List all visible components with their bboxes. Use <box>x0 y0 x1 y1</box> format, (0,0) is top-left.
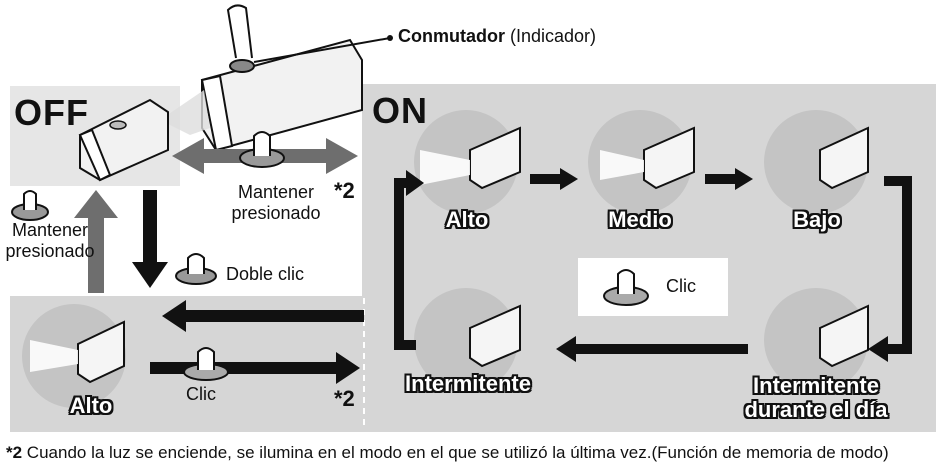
clic-bottom-label: Clic <box>186 384 216 404</box>
hold-left-label: Mantener presionado <box>4 220 96 262</box>
hold-left-line1: Mantener <box>11 220 89 240</box>
hold-button-icon-right <box>239 131 285 168</box>
mode-alto-label: Alto <box>445 207 489 232</box>
clic-button-icon-bottom <box>183 347 229 381</box>
ref-top: *2 <box>334 178 355 203</box>
on-title: ON <box>372 90 428 131</box>
mode-intermitente-dia-line1: Intermitente <box>753 373 879 398</box>
off-device-illustration <box>78 98 169 182</box>
double-click-label: Doble clic <box>226 264 305 284</box>
mode-alto-off-label: Alto <box>69 393 113 418</box>
up-arrow-gray <box>74 190 118 293</box>
light-beams <box>30 150 644 372</box>
mode-intermitente-dia-label: Intermitente durante el día <box>736 374 896 422</box>
switch-callout: Conmutador (Indicador) <box>398 26 596 47</box>
mode-circle-bajo <box>764 110 868 214</box>
hold-button-icon-left <box>11 190 49 221</box>
mode-intermitente-dia-line2: durante el día <box>744 397 888 422</box>
switch-callout-rest: (Indicador) <box>505 26 597 46</box>
down-arrow-black <box>132 190 168 288</box>
hold-right-line2: presionado <box>231 203 321 223</box>
mode-bajo-label: Bajo <box>793 207 841 232</box>
double-click-button-icon <box>175 253 217 285</box>
device-icons-in-circles <box>77 126 869 384</box>
switch-callout-bold: Conmutador <box>398 26 505 46</box>
mode-circle-intermitente <box>414 288 518 392</box>
footnote-mark: *2 <box>6 443 23 462</box>
switch-device-illustration <box>160 4 393 152</box>
ref-bottom: *2 <box>334 386 355 411</box>
footnote-text: Cuando la luz se enciende, se ilumina en… <box>22 443 889 462</box>
clic-button-icon <box>603 269 649 306</box>
mode-medio-label: Medio <box>608 207 672 232</box>
hold-right-label: Mantener presionado <box>226 182 326 224</box>
mode-intermitente-label: Intermitente <box>405 371 531 396</box>
hold-left-line2: presionado <box>5 241 95 261</box>
footnote: *2 Cuando la luz se enciende, se ilumina… <box>6 443 889 463</box>
mode-circle-intermitente-dia <box>764 288 868 392</box>
clic-box: Clic <box>578 258 728 316</box>
off-title: OFF <box>14 92 89 133</box>
clic-label: Clic <box>666 276 696 296</box>
hold-right-line1: Mantener <box>237 182 315 202</box>
